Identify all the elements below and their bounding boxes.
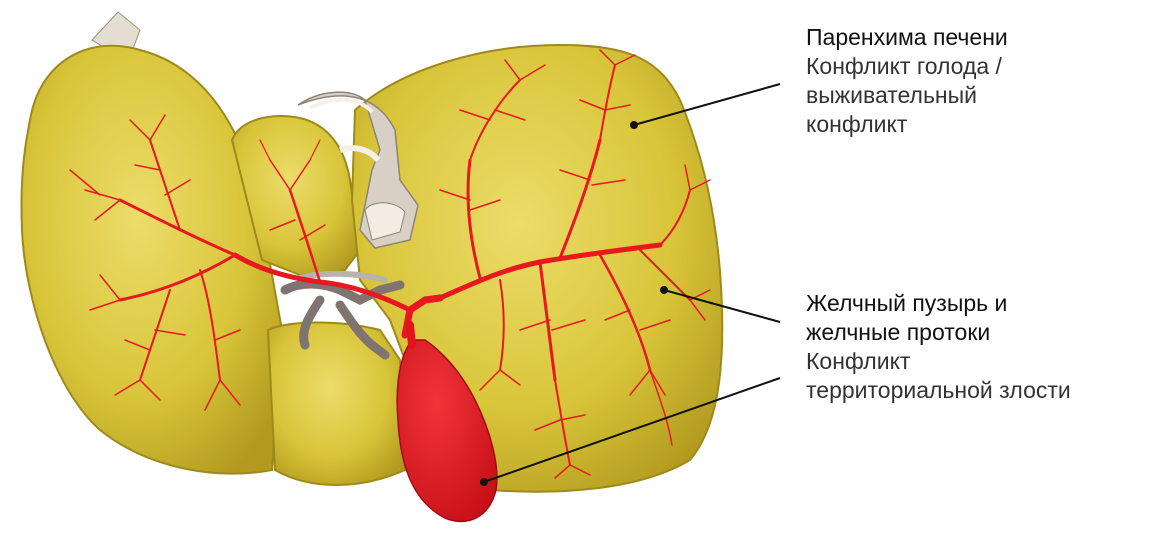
gallbladder-title-line-1: Желчный пузырь и [806, 289, 1071, 318]
gallbladder-label: Желчный пузырь и желчные протоки Конфлик… [806, 289, 1071, 405]
quadrate-lobe [268, 323, 405, 486]
parenchyma-title: Паренхима печени [806, 23, 1008, 52]
gallbladder-title-line-2: желчные протоки [806, 318, 1071, 347]
parenchyma-conflict-line-2: выживательный [806, 81, 1008, 110]
gallbladder-conflict-line-1: Конфликт [806, 347, 1071, 376]
parenchyma-conflict-line-1: Конфликт голода / [806, 52, 1008, 81]
parenchyma-label: Паренхима печени Конфликт голода / выжив… [806, 23, 1008, 139]
gallbladder-conflict-line-2: территориальной злости [806, 376, 1071, 405]
parenchyma-conflict-line-3: конфликт [806, 110, 1008, 139]
